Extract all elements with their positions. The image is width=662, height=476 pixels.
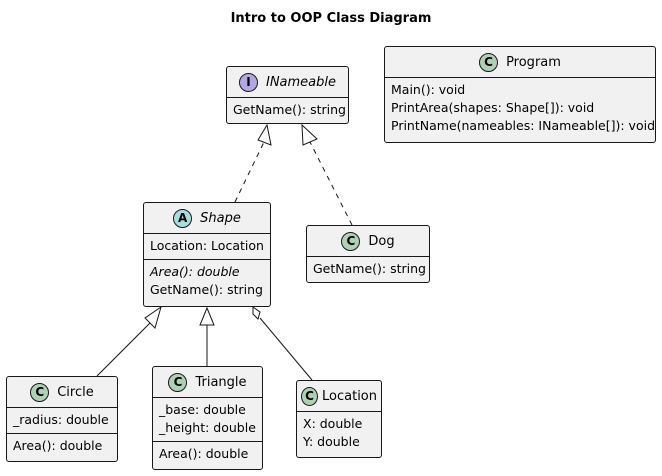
class-location[interactable]: C Location X: double Y: double bbox=[296, 380, 382, 458]
class-name: Circle bbox=[57, 384, 94, 400]
method: GetName(): string bbox=[233, 102, 346, 117]
class-shape[interactable]: A Shape Location: Location Area(): doubl… bbox=[143, 202, 271, 307]
shape-realizes-inameable-edge bbox=[234, 123, 272, 203]
methods-section: Area(): double bbox=[153, 441, 262, 467]
triangle-extends-shape-edge bbox=[199, 306, 215, 366]
field: _base: double bbox=[159, 402, 246, 417]
class-header: I INameable bbox=[227, 67, 348, 97]
method: PrintName(nameables: INameable[]): void bbox=[391, 118, 656, 133]
interface-badge-icon: I bbox=[238, 72, 258, 92]
circle-extends-shape-edge bbox=[96, 305, 162, 377]
class-header: A Shape bbox=[144, 203, 270, 233]
method: Area(): double bbox=[159, 446, 249, 461]
method: Main(): void bbox=[391, 82, 466, 97]
class-circle[interactable]: C Circle _radius: double Area(): double bbox=[6, 376, 118, 462]
class-name: Program bbox=[506, 54, 561, 70]
class-header: C Circle bbox=[7, 377, 117, 407]
class-badge-icon: C bbox=[341, 231, 361, 251]
field: Y: double bbox=[303, 434, 360, 449]
methods-section: Area(): double GetName(): string bbox=[144, 259, 270, 303]
class-triangle[interactable]: C Triangle _base: double _height: double… bbox=[152, 366, 263, 470]
methods-section: GetName(): string bbox=[227, 97, 348, 123]
class-badge-icon: C bbox=[301, 386, 319, 406]
class-dog[interactable]: C Dog GetName(): string bbox=[306, 225, 430, 283]
class-inameable[interactable]: I INameable GetName(): string bbox=[226, 66, 349, 124]
methods-section: Area(): double bbox=[7, 433, 117, 459]
method: PrintArea(shapes: Shape[]): void bbox=[391, 100, 595, 115]
field: X: double bbox=[303, 416, 363, 431]
class-name: Triangle bbox=[195, 374, 247, 390]
fields-section: Location: Location bbox=[144, 233, 270, 259]
class-badge-icon: C bbox=[30, 382, 50, 402]
diagram-title: Intro to OOP Class Diagram bbox=[230, 11, 432, 26]
fields-section: X: double Y: double bbox=[297, 411, 381, 455]
class-badge-icon: C bbox=[168, 372, 188, 392]
field: _height: double bbox=[159, 420, 256, 435]
class-header: C Location bbox=[297, 381, 381, 411]
abstract-method: Area(): double bbox=[150, 264, 240, 279]
field: _radius: double bbox=[13, 412, 109, 427]
class-badge-icon: C bbox=[479, 52, 499, 72]
method: Area(): double bbox=[13, 438, 103, 453]
class-name: Location bbox=[322, 388, 377, 404]
methods-section: Main(): void PrintArea(shapes: Shape[]):… bbox=[385, 77, 655, 139]
class-header: C Program bbox=[385, 47, 655, 77]
fields-section: _radius: double bbox=[7, 407, 117, 433]
class-name: Shape bbox=[200, 210, 241, 226]
abstract-badge-icon: A bbox=[173, 208, 193, 228]
dog-realizes-inameable-edge bbox=[301, 123, 353, 226]
class-program[interactable]: C Program Main(): void PrintArea(shapes:… bbox=[384, 46, 656, 143]
class-name: Dog bbox=[368, 233, 395, 249]
method: GetName(): string bbox=[313, 261, 426, 276]
class-header: C Triangle bbox=[153, 367, 262, 397]
field: Location: Location bbox=[150, 238, 264, 253]
method: GetName(): string bbox=[150, 282, 263, 297]
methods-section: GetName(): string bbox=[307, 256, 429, 282]
class-header: C Dog bbox=[307, 226, 429, 256]
class-name: INameable bbox=[265, 74, 336, 90]
fields-section: _base: double _height: double bbox=[153, 397, 262, 441]
shape-aggregates-location-edge bbox=[252, 306, 313, 381]
